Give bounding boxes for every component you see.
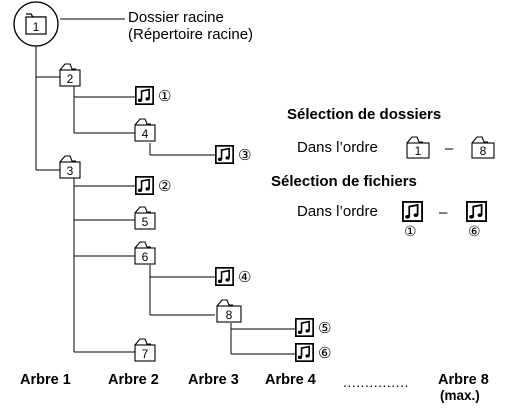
folder-number: 2 (67, 72, 74, 86)
column-label-arbre-1: Arbre 1 (20, 372, 71, 388)
file-selection-dash: – (439, 204, 448, 221)
folder-selection-title: Sélection de dossiers (287, 106, 442, 123)
folder-number: 6 (142, 250, 149, 264)
file-number: ① (158, 87, 171, 105)
column-label-arbre-3: Arbre 3 (188, 372, 239, 388)
file-number: ④ (238, 268, 251, 286)
file-number: ⑤ (318, 319, 331, 337)
file-selection-order-text: Dans l’ordre (297, 203, 378, 220)
file-number: ⑥ (318, 344, 331, 362)
file-selection-title: Sélection de fichiers (271, 173, 417, 190)
music-file-icon: ③ (215, 145, 251, 164)
music-file-icon: ⑤ (295, 318, 331, 337)
folder-icon-6: 6 (134, 241, 156, 265)
folder-number: 3 (67, 164, 74, 178)
folder-number: 8 (226, 308, 233, 322)
folder-icon-4: 4 (134, 118, 156, 142)
file-selection-to-number: ⑥ (468, 224, 481, 240)
folder-number: 1 (33, 20, 40, 34)
legend-folder-from-icon: 1 (406, 136, 430, 159)
folder-icon-5: 5 (134, 206, 156, 230)
legend-folder-from-number: 1 (415, 144, 422, 158)
column-label-arbre-2: Arbre 2 (108, 372, 159, 388)
folder-number: 4 (142, 127, 149, 141)
music-file-icon: ④ (215, 267, 251, 286)
file-selection-from-number: ① (404, 224, 417, 240)
folder-number: 5 (142, 215, 149, 229)
legend-folder-to-number: 8 (480, 144, 487, 158)
column-ellipsis: ............... (343, 374, 409, 390)
root-folder-label-line2: (Répertoire racine) (128, 26, 254, 43)
folder-selection-dash: – (445, 140, 454, 157)
legend-folder-to-icon: 8 (471, 136, 495, 159)
folder-icon-7: 7 (134, 338, 156, 362)
folder-number: 7 (142, 347, 149, 361)
file-number: ② (158, 177, 171, 195)
folder-icon-3: 3 (59, 155, 81, 179)
music-file-icon: ⑥ (295, 343, 331, 362)
music-file-icon: ① (135, 86, 171, 105)
folder-selection-order-text: Dans l’ordre (297, 139, 378, 156)
column-label-arbre-4: Arbre 4 (265, 372, 316, 388)
folder-icon-2: 2 (59, 63, 81, 87)
column-label-max-note: (max.) (440, 388, 480, 403)
music-file-icon: ② (135, 176, 171, 195)
legend-file-from-icon (402, 201, 423, 222)
tree-connectors (35, 18, 295, 355)
root-folder-icon: 1 (13, 1, 59, 47)
folder-icon-8: 8 (216, 299, 242, 323)
legend-file-to-icon (466, 201, 487, 222)
file-number: ③ (238, 146, 251, 164)
root-folder-label-line1: Dossier racine (128, 9, 224, 26)
column-label-arbre-8: Arbre 8 (438, 372, 489, 388)
root-folder-label: Dossier racine (Répertoire racine) (128, 9, 253, 43)
